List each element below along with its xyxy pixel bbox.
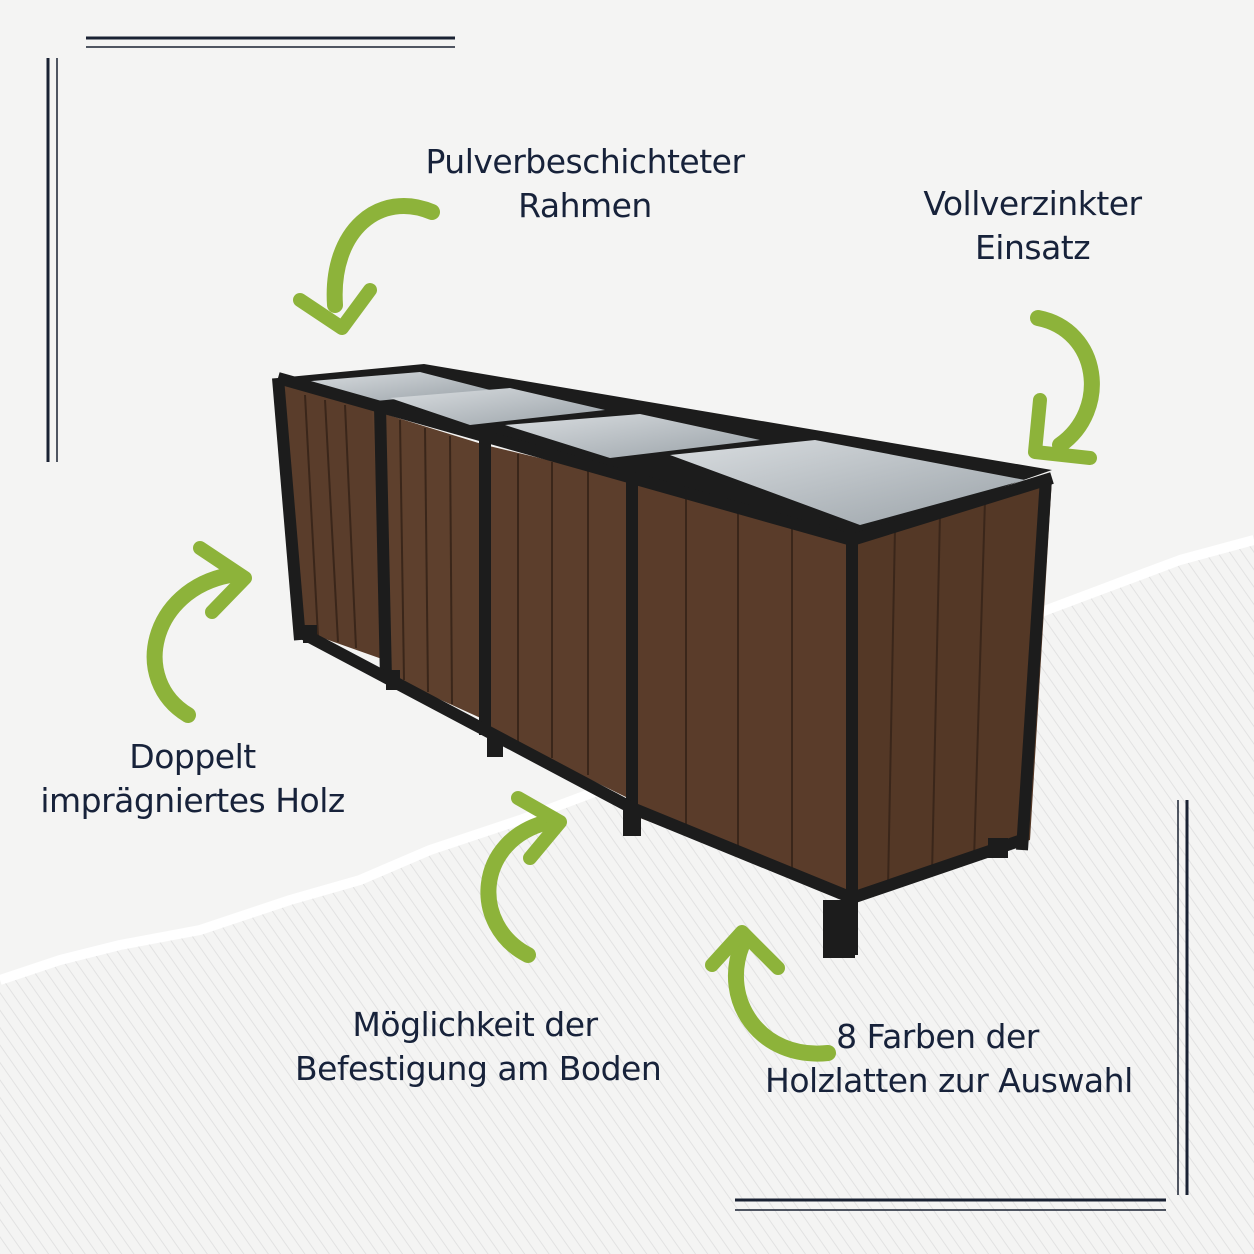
label-wood-colors: 8 Farben der Holzlatten zur Auswahl — [765, 1015, 1133, 1103]
curved-arrow-icon — [293, 198, 440, 335]
label-line: Doppelt — [129, 737, 256, 776]
label-line: Befestigung am Boden — [295, 1049, 662, 1088]
curved-arrow-icon — [480, 791, 567, 963]
label-line: Rahmen — [518, 186, 652, 225]
curved-arrow-icon — [705, 925, 836, 1062]
label-line: Pulverbeschichteter — [425, 142, 745, 181]
corner-frame-bottom-right — [735, 800, 1189, 1211]
label-line: 8 Farben der — [836, 1017, 1039, 1056]
label-line: Einsatz — [974, 228, 1091, 267]
label-line: Vollverzinkter — [923, 184, 1142, 223]
label-line: imprägniertes Holz — [40, 781, 345, 820]
label-line: Möglichkeit der — [352, 1005, 598, 1044]
corner-frame-top-left — [46, 36, 455, 462]
curved-arrow-icon — [146, 541, 252, 723]
label-ground-mounting: Möglichkeit der Befestigung am Boden — [295, 1003, 662, 1091]
label-impregnated-wood: Doppelt imprägniertes Holz — [40, 735, 345, 823]
label-line: Holzlatten zur Auswahl — [765, 1061, 1133, 1100]
label-powder-coated-frame: Pulverbeschichteter Rahmen — [400, 140, 770, 228]
curved-arrow-icon — [1028, 310, 1100, 465]
label-galvanized-insert: Vollverzinkter Einsatz — [900, 182, 1165, 270]
